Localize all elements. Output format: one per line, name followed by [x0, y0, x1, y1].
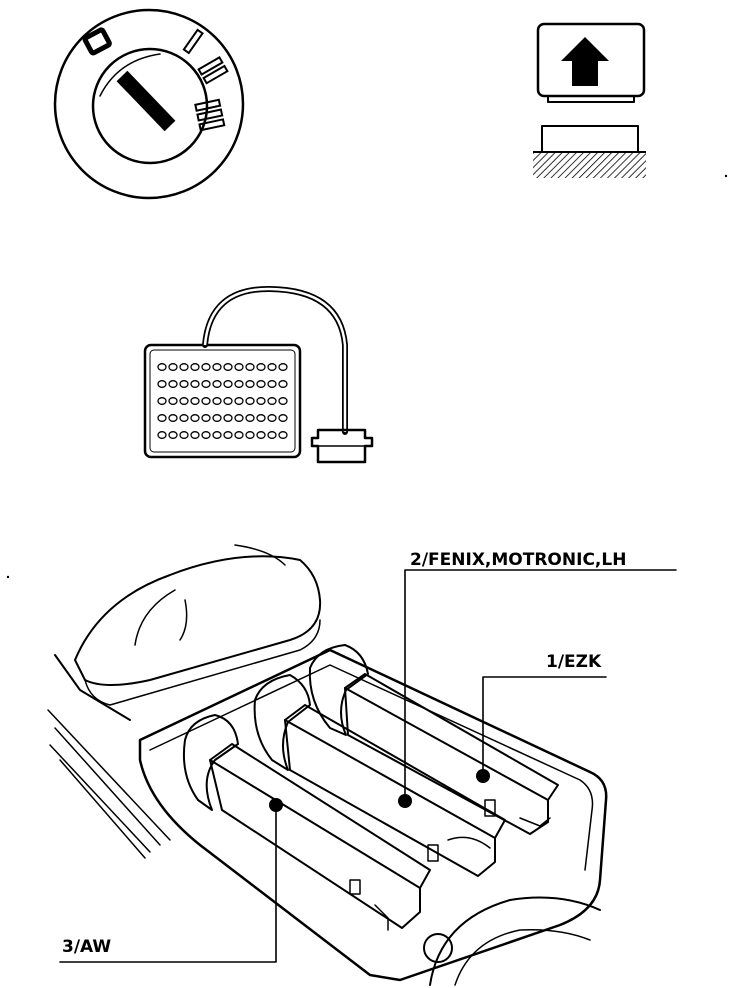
connector-pin	[223, 431, 233, 439]
connector-pin	[201, 380, 211, 388]
connector-pin	[168, 363, 178, 371]
connector-pin	[179, 431, 189, 439]
connector-pin	[267, 431, 277, 439]
connector-pin	[278, 397, 288, 405]
connector-pin	[256, 397, 266, 405]
connector-pin	[223, 380, 233, 388]
connector-pin	[157, 414, 167, 422]
connector-pin	[190, 414, 200, 422]
connector-pin	[234, 380, 244, 388]
connector-pin	[267, 363, 277, 371]
connector-pin	[201, 397, 211, 405]
connector-pin	[168, 397, 178, 405]
position-mark-0: 0	[82, 27, 112, 56]
position-mark-i	[182, 28, 204, 55]
ecu-connector-icon	[143, 285, 374, 464]
connector-pins	[157, 363, 288, 439]
connector-pin	[212, 380, 222, 388]
ecu-bar-1	[308, 644, 559, 835]
arrow-up-icon	[533, 22, 646, 178]
ecu-box-icon	[47, 544, 608, 986]
connector-pin	[157, 380, 167, 388]
connector-pin	[212, 414, 222, 422]
connector-pin	[190, 431, 200, 439]
connector-pin	[234, 363, 244, 371]
label-ecu-3: 3/AW	[62, 937, 111, 957]
connector-pin	[278, 414, 288, 422]
connector-pin	[157, 431, 167, 439]
connector-pin	[278, 363, 288, 371]
connector-pin	[179, 363, 189, 371]
connector-pin	[256, 363, 266, 371]
connector-pin	[201, 414, 211, 422]
label-ecu-1: 1/EZK	[546, 652, 602, 672]
connector-pin	[256, 414, 266, 422]
connector-pin	[212, 363, 222, 371]
connector-pin	[267, 397, 277, 405]
connector-pin	[256, 380, 266, 388]
connector-pin	[223, 363, 233, 371]
connector-pin	[201, 431, 211, 439]
connector-pin	[245, 397, 255, 405]
connector-pin	[157, 397, 167, 405]
connector-pin	[201, 363, 211, 371]
connector-pin	[245, 363, 255, 371]
connector-pin	[168, 380, 178, 388]
connector-pin	[157, 363, 167, 371]
connector-pin	[168, 431, 178, 439]
connector-pin	[223, 414, 233, 422]
connector-pin	[278, 380, 288, 388]
position-mark-ii	[197, 55, 229, 85]
ecu-bar-3	[182, 714, 431, 931]
connector-pin	[223, 397, 233, 405]
connector-pin	[245, 431, 255, 439]
ecu-bar-2	[253, 674, 506, 877]
connector-pin	[234, 397, 244, 405]
connector-pin	[245, 414, 255, 422]
callout-ecu-3: 3/AW	[59, 804, 277, 963]
position-mark-iii	[194, 98, 226, 132]
connector-pin	[168, 414, 178, 422]
ignition-switch-icon: 0	[53, 8, 245, 200]
connector-pin	[179, 380, 189, 388]
connector-pin	[245, 380, 255, 388]
connector-pin	[267, 380, 277, 388]
label-ecu-2: 2/FENIX,MOTRONIC,LH	[410, 550, 626, 570]
connector-pin	[179, 397, 189, 405]
connector-pin	[179, 414, 189, 422]
connector-pin	[234, 431, 244, 439]
connector-pin	[190, 363, 200, 371]
callout-ecu-2: 2/FENIX,MOTRONIC,LH	[404, 550, 677, 802]
connector-pin	[212, 431, 222, 439]
connector-pin	[256, 431, 266, 439]
connector-pin	[234, 414, 244, 422]
connector-pin	[267, 414, 277, 422]
connector-pin	[190, 380, 200, 388]
connector-pin	[190, 397, 200, 405]
connector-pin	[278, 431, 288, 439]
connector-pin	[212, 397, 222, 405]
callout-ecu-1: 1/EZK	[482, 652, 607, 777]
